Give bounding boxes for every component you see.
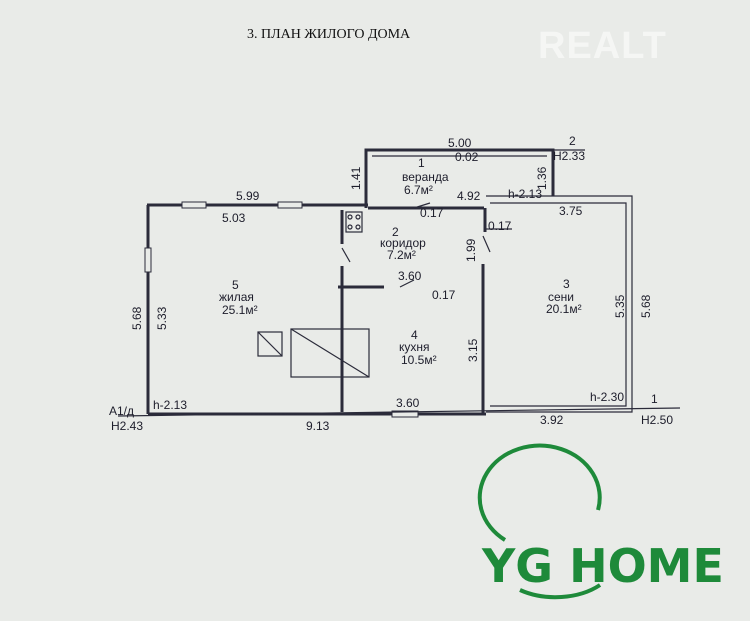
svg-text:h-2.13: h-2.13 [153,398,187,412]
fixtures [257,211,370,378]
svg-text:0.17: 0.17 [488,219,512,233]
brand-name: YG HOME [481,539,724,593]
svg-text:3.15: 3.15 [466,338,480,362]
svg-text:H2.33: H2.33 [553,149,585,163]
logo-arc-bottom [519,583,602,600]
house-walls [144,201,487,418]
svg-text:5.35: 5.35 [613,294,627,318]
room-label-corridor: 2 коридор 7.2м² [380,225,426,262]
svg-text:0.02: 0.02 [455,150,479,164]
svg-text:5.33: 5.33 [155,306,169,330]
svg-text:20.1м²: 20.1м² [546,302,582,316]
svg-text:2: 2 [392,225,399,239]
dimension-labels: 5.00 0.02 1.41 1.36 4.92 5.99 5.03 0.17 … [130,136,653,433]
room-label-seni: 3 сени 20.1м² [546,277,582,316]
svg-text:5.00: 5.00 [448,136,472,150]
svg-text:коридор: коридор [380,236,426,250]
svg-text:1.36: 1.36 [535,166,549,190]
brand-logo: YG HOME [477,443,724,600]
logo-arc-top [477,443,602,542]
svg-text:2: 2 [569,134,576,148]
svg-text:6.7м²: 6.7м² [404,183,433,197]
svg-text:0.17: 0.17 [432,288,456,302]
veranda-walls [364,148,555,208]
svg-text:h-2.13: h-2.13 [508,187,542,201]
svg-text:H2.43: H2.43 [111,419,143,433]
baseline [117,407,681,417]
svg-text:5: 5 [232,278,239,292]
level-marks: 2 H2.33 h-2.13 h-2.13 А1/д H2.43 h-2.30 … [109,134,673,433]
svg-text:веранда: веранда [402,170,449,184]
svg-text:3.75: 3.75 [559,204,583,218]
svg-text:0.17: 0.17 [420,206,444,220]
svg-text:сени: сени [548,290,574,304]
room-label-kitchen: 4 кухня 10.5м² [399,328,437,367]
svg-text:3.92: 3.92 [540,413,564,427]
room-label-living: 5 жилая 25.1м² [219,278,258,317]
svg-text:10.5м²: 10.5м² [401,353,437,367]
plan-title: 3. ПЛАН ЖИЛОГО ДОМА [247,27,411,42]
svg-text:А1/д: А1/д [109,404,134,418]
svg-text:5.99: 5.99 [236,189,260,203]
seni-walls [486,195,633,413]
svg-text:1.99: 1.99 [464,238,478,262]
svg-text:5.68: 5.68 [639,294,653,318]
svg-text:1: 1 [418,156,425,170]
svg-text:4: 4 [411,328,418,342]
svg-text:кухня: кухня [399,340,430,354]
svg-text:3.60: 3.60 [398,269,422,283]
svg-text:h-2.30: h-2.30 [590,390,624,404]
svg-text:25.1м²: 25.1м² [222,303,258,317]
svg-text:5.03: 5.03 [222,211,246,225]
svg-text:1: 1 [651,392,658,406]
svg-text:H2.50: H2.50 [641,413,673,427]
svg-text:7.2м²: 7.2м² [387,248,416,262]
svg-text:5.68: 5.68 [130,306,144,330]
svg-text:3: 3 [563,277,570,291]
svg-text:9.13: 9.13 [306,419,330,433]
doors [341,202,491,288]
svg-text:4.92: 4.92 [457,189,481,203]
room-label-veranda: 1 веранда 6.7м² [402,156,449,197]
svg-text:жилая: жилая [219,290,254,304]
svg-text:3.60: 3.60 [396,396,420,410]
watermark: REALT [538,25,667,67]
svg-text:1.41: 1.41 [349,166,363,190]
